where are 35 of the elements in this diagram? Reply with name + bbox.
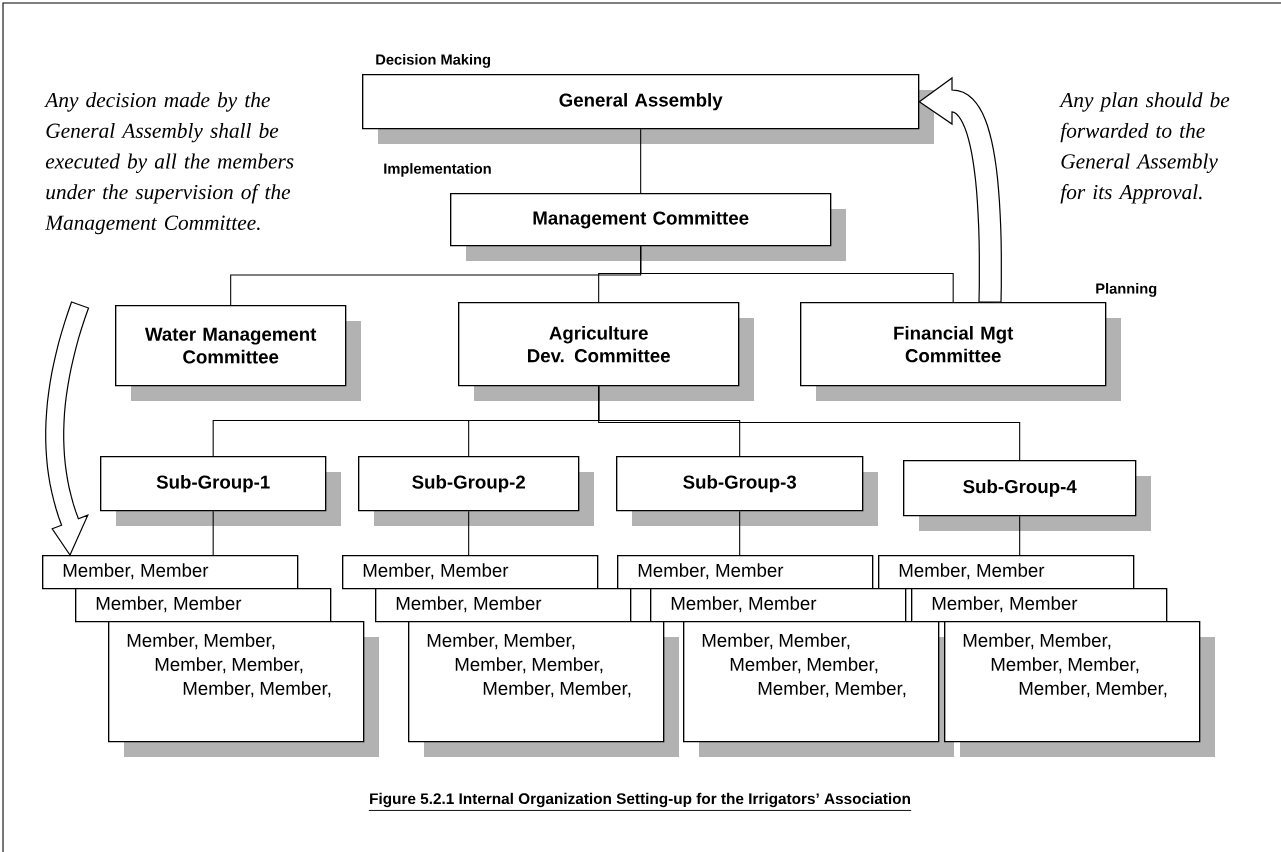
member-card: Member, Member, Member, Member, Member, Member, [108,621,379,757]
member-card: Member, Member [878,555,1135,590]
committee-box: General Assembly [362,74,934,144]
sub-group-box: Sub-Group-3 [616,456,878,526]
curved-block-arrow [45,301,90,557]
sub-group-box: Sub-Group-2 [358,456,594,526]
connector-line [640,128,642,194]
connector-line [1019,515,1021,556]
level-label: Decision Making [376,54,490,68]
committee-box: Management Committee [450,193,846,261]
committee-box: Agriculture Dev. Committee [458,302,754,401]
level-label: Planning [1096,283,1157,297]
committee-box: Water Management Committee [115,305,361,401]
member-card: Member, Member [375,588,632,623]
member-card: Member, Member, Member, Member, Member, Member, [408,621,679,757]
member-card: Member, Member, Member, Member, Member, Member, [944,621,1215,757]
annotation-text: Any decision made by the General Assembly shall be executed by all the members under the supervision of the Management Committee. [44,92,294,235]
connector-line [212,510,214,556]
member-card: Member, Member [617,555,874,590]
member-card: Member, Member [650,588,907,623]
connector-line [598,385,1021,461]
figure-caption: Figure 5.2.1 Internal Organization Setting-up for the Irrigators’ Association [368,792,912,811]
member-card: Member, Member [911,588,1168,623]
member-card: Member, Member [342,555,599,590]
connector-line [468,510,470,556]
sub-group-box: Sub-Group-4 [903,460,1151,531]
sub-group-box: Sub-Group-1 [100,456,341,526]
connector-line [739,510,741,556]
level-label: Implementation [384,163,491,177]
annotation-text: Any plan should be forwarded to the General Assembly for its Approval. [1059,92,1230,204]
member-card: Member, Member, Member, Member, Member, Member, [683,621,954,757]
member-card: Member, Member [75,588,332,623]
member-card: Member, Member [42,555,299,590]
connector-line [640,245,954,303]
committee-box: Financial Mgt Committee [800,302,1121,401]
